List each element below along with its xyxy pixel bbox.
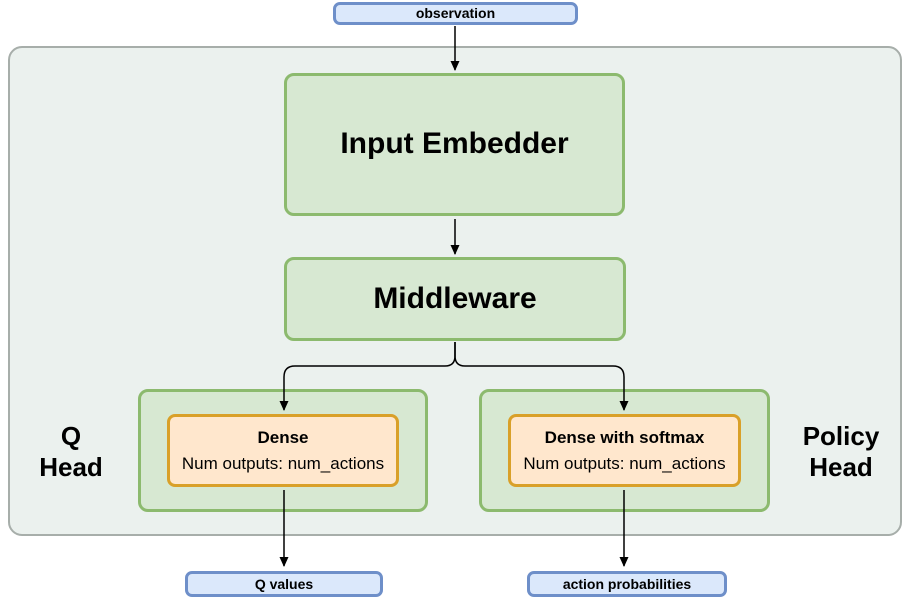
- middleware-label: Middleware: [373, 281, 537, 315]
- input-embedder-label: Input Embedder: [340, 127, 569, 161]
- policy-head-label-line2: Head: [809, 452, 873, 483]
- q-head-label: Q Head: [16, 421, 126, 483]
- q-dense-subtitle: Num outputs: num_actions: [181, 453, 385, 473]
- action-probabilities-label: action probabilities: [562, 575, 692, 592]
- node-q-dense: Dense Num outputs: num_actions: [167, 414, 399, 487]
- policy-dense-title: Dense with softmax: [544, 427, 705, 447]
- observation-label: observation: [415, 5, 496, 22]
- node-policy-dense: Dense with softmax Num outputs: num_acti…: [508, 414, 741, 487]
- q-dense-title: Dense: [257, 427, 309, 447]
- q-head-label-line2: Head: [39, 452, 103, 483]
- node-input-embedder: Input Embedder: [284, 73, 625, 216]
- policy-dense-subtitle: Num outputs: num_actions: [523, 453, 726, 473]
- node-q-values: Q values: [185, 571, 383, 597]
- node-observation: observation: [333, 2, 578, 25]
- policy-head-label-line1: Policy: [802, 421, 880, 451]
- policy-head-label: Policy Head: [786, 421, 896, 483]
- node-middleware: Middleware: [284, 257, 626, 341]
- q-head-label-line1: Q: [60, 421, 82, 451]
- q-values-label: Q values: [254, 575, 314, 592]
- node-action-probabilities: action probabilities: [527, 571, 727, 597]
